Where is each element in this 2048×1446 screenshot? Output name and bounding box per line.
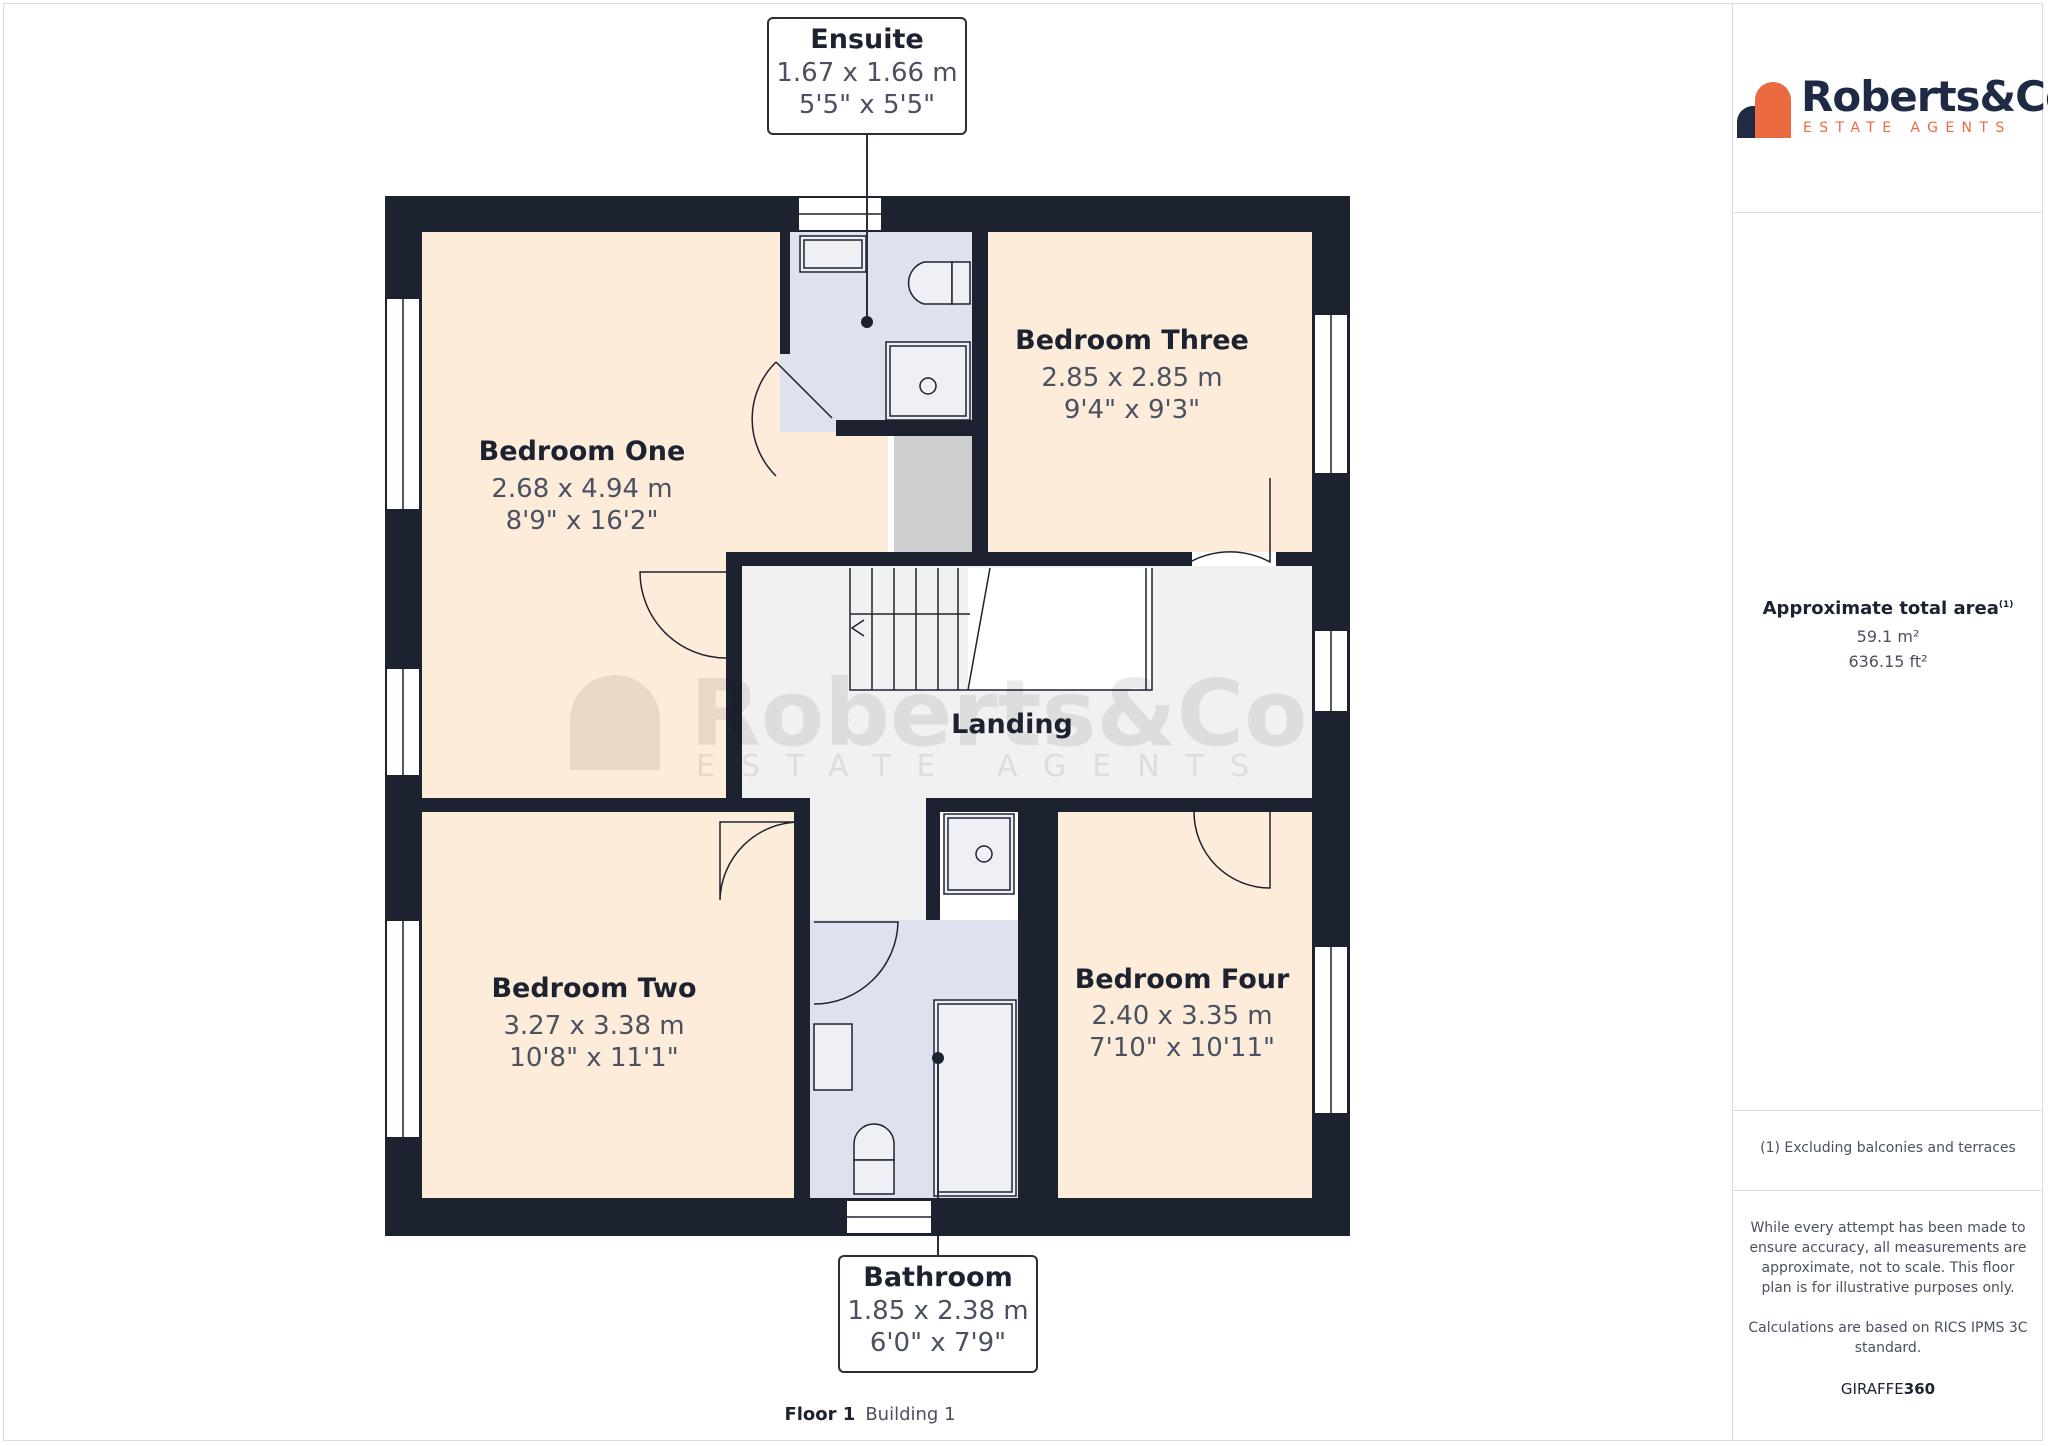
- area-title-text: Approximate total area: [1762, 598, 1999, 619]
- window-glazing: [402, 213, 1332, 1218]
- page-frame: [3, 3, 2043, 1441]
- landing-title: Landing: [951, 709, 1073, 740]
- watermark-name: Roberts&Co: [690, 660, 1307, 767]
- footnote: (1) Excluding balconies and terraces: [1760, 1140, 2016, 1156]
- area-footnote-marker: (1): [1998, 600, 2014, 610]
- bedroom-four-title: Bedroom Four: [1075, 964, 1290, 995]
- bathroom-marker: [932, 1052, 944, 1064]
- area-title: Approximate total area(1): [1733, 598, 2043, 619]
- bedroom-three-metric: 2.85 x 2.85 m: [1041, 363, 1222, 393]
- callout-leaders: [866, 134, 939, 1256]
- ensuite-marker: [861, 316, 873, 328]
- bedroom-two-imperial: 10'8" x 11'1": [509, 1043, 678, 1073]
- bedroom-three-area: [988, 232, 1312, 552]
- bathroom-metric: 1.85 x 2.38 m: [847, 1296, 1029, 1326]
- sidebar-separator: [1733, 1110, 2043, 1111]
- brand-tagline: ESTATE AGENTS: [1803, 120, 2012, 136]
- bathroom-fixtures: [813, 813, 1017, 1197]
- landing-corridor: [800, 798, 926, 920]
- area-imperial: 636.15 ft²: [1848, 652, 1928, 671]
- floor-label: Floor 1 Building 1: [700, 1404, 1040, 1425]
- disclaimer: While every attempt has been made to ens…: [1749, 1220, 2027, 1296]
- floor-plan: Roberts&Co ESTATE AGENTS Bedroom One 2.6…: [385, 134, 1350, 1256]
- cupboard: [894, 436, 972, 552]
- calculations-note: Calculations are based on RICS IPMS 3C s…: [1748, 1320, 2028, 1356]
- bedroom-two-area: [422, 812, 794, 1198]
- ensuite-title: Ensuite: [810, 24, 924, 55]
- sidebar-divider: [1732, 3, 1733, 1441]
- bedroom-one-title: Bedroom One: [479, 436, 686, 467]
- bedroom-three-title: Bedroom Three: [1015, 325, 1249, 356]
- doors: [639, 361, 1271, 1005]
- bathroom-callout: Bathroom 1.85 x 2.38 m 6'0" x 7'9": [838, 1255, 1038, 1373]
- bedroom-two-metric: 3.27 x 3.38 m: [503, 1011, 684, 1041]
- watermark-tagline: ESTATE AGENTS: [696, 749, 1275, 784]
- software-brand: GIRAFFE360: [1733, 1380, 2043, 1398]
- area-summary: Approximate total area(1) 59.1 m² 636.15…: [1733, 598, 2043, 671]
- floor-number: Floor 1: [784, 1404, 856, 1425]
- bedroom-four-imperial: 7'10" x 10'11": [1089, 1033, 1275, 1063]
- logo-mark-icon: [1737, 82, 1791, 138]
- building-name: Building 1: [865, 1404, 956, 1425]
- bedroom-four-metric: 2.40 x 3.35 m: [1091, 1001, 1272, 1031]
- sidebar-separator: [1733, 212, 2043, 213]
- software-suffix: 360: [1903, 1380, 1936, 1398]
- bedroom-three-imperial: 9'4" x 9'3": [1064, 395, 1200, 425]
- area-metric: 59.1 m²: [1856, 627, 1920, 646]
- bathroom-title: Bathroom: [863, 1262, 1013, 1293]
- bedroom-one-metric: 2.68 x 4.94 m: [491, 474, 672, 504]
- ensuite-imperial: 5'5" x 5'5": [798, 90, 936, 120]
- stairs: [849, 567, 1153, 691]
- brand-logo: Roberts&Co ESTATE AGENTS: [1735, 70, 2048, 150]
- software-prefix: GIRAFFE: [1840, 1380, 1904, 1398]
- ensuite-callout: Ensuite 1.67 x 1.66 m 5'5" x 5'5": [767, 17, 967, 135]
- brand-name: Roberts&Co: [1801, 72, 2048, 121]
- ensuite-metric: 1.67 x 1.66 m: [776, 58, 958, 88]
- stairwell-void: [968, 568, 1152, 690]
- watermark: Roberts&Co ESTATE AGENTS: [570, 660, 1307, 784]
- ensuite-fixtures: [799, 235, 971, 421]
- bathroom-imperial: 6'0" x 7'9": [869, 1328, 1007, 1358]
- sidebar-separator: [1733, 1190, 2043, 1191]
- bedroom-two-title: Bedroom Two: [491, 973, 696, 1004]
- bedroom-one-imperial: 8'9" x 16'2": [506, 506, 659, 536]
